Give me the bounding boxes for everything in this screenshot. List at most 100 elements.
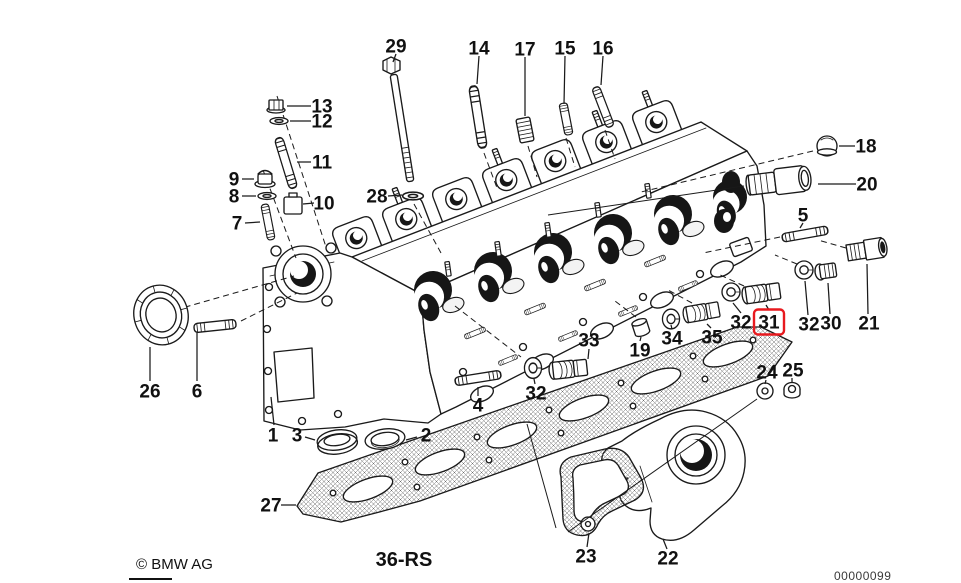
callout-number: 23 <box>575 547 596 568</box>
callout-34[interactable]: 34 <box>661 324 683 350</box>
callout-number: 13 <box>311 97 332 118</box>
callout-leader-line <box>732 302 742 314</box>
callout-23[interactable]: 23 <box>575 532 597 568</box>
callout-13[interactable]: 13 <box>287 97 333 118</box>
part-2-ring <box>364 428 406 450</box>
intake-port <box>654 195 705 246</box>
callout-number: 27 <box>260 496 281 517</box>
callout-12[interactable]: 12 <box>290 112 333 133</box>
callout-number: 1 <box>268 426 279 447</box>
callout-8[interactable]: 8 <box>229 187 256 208</box>
callout-32[interactable]: 32 <box>525 378 547 405</box>
callout-7[interactable]: 7 <box>232 214 261 235</box>
callout-17[interactable]: 17 <box>514 40 536 117</box>
callout-number: 2 <box>421 426 432 447</box>
callout-9[interactable]: 9 <box>229 170 254 191</box>
callout-leader-line <box>392 53 397 63</box>
callout-leader-line <box>533 378 536 385</box>
callout-24[interactable]: 24 <box>756 363 778 385</box>
part-29-bolt <box>382 56 415 183</box>
callout-number: 31 <box>758 313 780 334</box>
callout-21[interactable]: 21 <box>858 263 880 335</box>
part-21-bushing <box>845 236 888 262</box>
callout-29[interactable]: 29 <box>385 37 407 63</box>
callout-number: 16 <box>592 39 613 60</box>
housing-gasket <box>559 447 645 537</box>
callout-leader-line <box>304 436 316 441</box>
callout-leader-line <box>639 336 642 342</box>
callout-leader-line <box>563 55 566 105</box>
callout-28[interactable]: 28 <box>366 187 403 208</box>
copyright-text: © BMW AG <box>136 556 213 573</box>
callout-3[interactable]: 3 <box>292 426 316 447</box>
callout-number: 28 <box>366 187 387 208</box>
callout-number: 9 <box>229 170 240 191</box>
callout-11[interactable]: 11 <box>297 153 332 174</box>
thermostat-housing <box>601 409 746 541</box>
callout-5[interactable]: 5 <box>798 206 809 229</box>
callout-15[interactable]: 15 <box>554 39 576 105</box>
callout-26[interactable]: 26 <box>139 347 161 403</box>
part-10-spacer <box>283 192 303 215</box>
callout-number: 29 <box>385 37 406 58</box>
callout-25[interactable]: 25 <box>782 361 804 384</box>
callout-31[interactable]: 31 <box>752 304 786 336</box>
callout-6[interactable]: 6 <box>192 333 203 403</box>
part-26-shaft-seal <box>133 284 189 346</box>
callout-number: 19 <box>629 341 650 362</box>
callout-10[interactable]: 10 <box>302 194 335 215</box>
callout-number: 24 <box>756 363 778 384</box>
callout-leader-line <box>764 379 767 385</box>
callout-leader-line <box>799 222 804 229</box>
callout-35[interactable]: 35 <box>701 323 723 349</box>
callout-leader-line <box>587 348 590 360</box>
callout-number: 8 <box>229 187 240 208</box>
callout-number: 35 <box>701 328 723 349</box>
cylinder-head <box>262 89 767 431</box>
callout-1[interactable]: 1 <box>268 396 279 447</box>
callout-30[interactable]: 30 <box>820 282 842 335</box>
callout-number: 32 <box>525 384 546 405</box>
callout-number: 5 <box>798 206 809 227</box>
callout-2[interactable]: 2 <box>405 426 432 447</box>
part-19-cup-plug <box>631 317 651 338</box>
callout-number: 30 <box>820 314 841 335</box>
gasket-bolt-holes <box>329 336 757 497</box>
callout-19[interactable]: 19 <box>629 336 651 362</box>
callout-number: 4 <box>473 396 484 417</box>
intake-port <box>594 214 645 265</box>
callout-33[interactable]: 33 <box>578 331 600 360</box>
callout-16[interactable]: 16 <box>592 39 614 86</box>
part-9-cap-nut <box>254 169 276 189</box>
callout-number: 14 <box>468 39 490 60</box>
callout-leader-line <box>387 194 403 197</box>
callout-number: 32 <box>730 313 751 334</box>
callout-number: 17 <box>514 40 535 61</box>
callout-number: 6 <box>192 382 203 403</box>
loose-parts <box>133 56 888 455</box>
callout-27[interactable]: 27 <box>260 496 296 517</box>
callout-14[interactable]: 14 <box>468 39 490 85</box>
callout-leader-line <box>804 280 809 316</box>
callout-22[interactable]: 22 <box>657 538 679 570</box>
callout-number: 11 <box>312 153 333 174</box>
head-right-end <box>714 171 753 258</box>
intake-port <box>474 252 525 303</box>
callout-20[interactable]: 20 <box>818 175 878 196</box>
part-3-ring <box>316 429 359 455</box>
intake-ports <box>414 180 747 322</box>
callout-32[interactable]: 32 <box>730 302 752 334</box>
callout-32[interactable]: 32 <box>798 280 820 336</box>
callout-number: 21 <box>858 314 880 335</box>
callout-leader-line <box>476 55 480 85</box>
part-13-nut <box>266 99 286 114</box>
callout-number: 22 <box>657 549 678 570</box>
callout-leader-line <box>405 436 418 441</box>
part-24-nut <box>756 382 774 400</box>
callout-leader-line <box>662 538 668 550</box>
callout-18[interactable]: 18 <box>839 137 877 158</box>
callout-4[interactable]: 4 <box>473 387 484 417</box>
